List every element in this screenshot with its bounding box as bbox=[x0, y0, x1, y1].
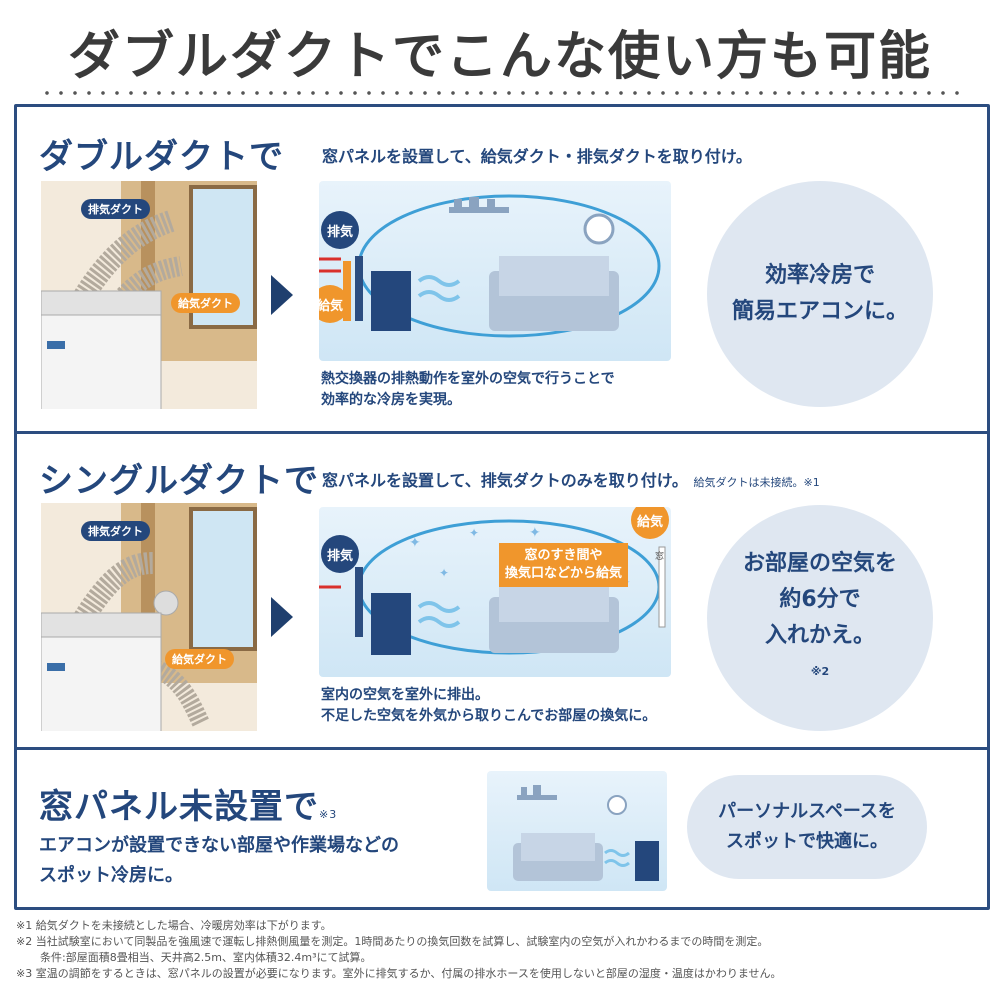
airflow-illustration bbox=[319, 194, 661, 338]
arrow-right-icon bbox=[271, 275, 293, 315]
intake-callout: 窓のすき間や 換気口などから給気 bbox=[499, 543, 629, 587]
footnote-1: ※1 給気ダクトを未接続とした場合、冷暖房効率は下がります。 bbox=[16, 919, 332, 932]
svg-text:✦: ✦ bbox=[469, 526, 479, 540]
intake-duct-label: 給気ダクト bbox=[171, 293, 240, 313]
description-line: エアコンが設置できない部屋や作業場などの bbox=[39, 835, 399, 856]
single-duct-photo: 排気ダクト 給気ダクト bbox=[41, 503, 257, 731]
benefit-line: 簡易エアコンに。 bbox=[731, 299, 908, 324]
section-title-double: ダブルダクトで bbox=[39, 137, 284, 177]
benefit-line: 入れかえ。 ※2 bbox=[765, 618, 875, 690]
content-frame: ダブルダクトで 窓パネルを設置して、給気ダクト・排気ダクトを取り付け。 排気ダク… bbox=[14, 104, 990, 910]
window-label: 窓 bbox=[655, 552, 665, 562]
section-description: 窓パネルを設置して、給気ダクト・排気ダクトを取り付け。 bbox=[322, 147, 752, 166]
section-caption: 室内の空気を室外に排出。 不足した空気を外気から取りこんでお部屋の換気に。 bbox=[321, 685, 656, 727]
footnotes: ※1 給気ダクトを未接続とした場合、冷暖房効率は下がります。 ※2 当社試験室に… bbox=[16, 918, 782, 982]
title-note: ※3 bbox=[319, 808, 338, 821]
single-duct-diagram: ✦✦ ✦✦ ✦✦ 排気 給気 窓のすき間や 換気口などから給気 窓 bbox=[319, 507, 671, 677]
benefit-pill: パーソナルスペースを スポットで快適に。 bbox=[687, 775, 927, 879]
caption-line: 熱交換器の排熱動作を室外の空気で行うことで bbox=[321, 371, 615, 387]
benefit-line: 効率冷房で bbox=[764, 263, 875, 288]
benefit-text: 入れかえ。 bbox=[764, 623, 875, 648]
intake-badge: 給気 bbox=[319, 285, 349, 323]
benefit-circle: 効率冷房で 簡易エアコンに。 bbox=[707, 181, 933, 407]
caption-line: 効率的な冷房を実現。 bbox=[321, 392, 461, 408]
exhaust-duct-label: 排気ダクト bbox=[81, 521, 150, 541]
section-divider bbox=[17, 747, 987, 750]
footnote-2-conditions: 条件:部屋面積8畳相当、天井高2.5m、室内体積32.4m³にて試算。 bbox=[40, 951, 372, 964]
page-title: ダブルダクトでこんな使い方も可能 bbox=[67, 27, 932, 87]
caption-line: 不足した空気を外気から取りこんでお部屋の換気に。 bbox=[321, 708, 657, 724]
airflow-illustration: ✦✦ ✦✦ ✦✦ bbox=[319, 519, 666, 655]
intake-duct-label: 給気ダクト bbox=[165, 649, 234, 669]
double-duct-diagram: 排気 給気 bbox=[319, 181, 671, 361]
spot-cooling-diagram bbox=[487, 771, 667, 891]
exhaust-duct-label: 排気ダクト bbox=[81, 199, 150, 219]
benefit-note: ※2 bbox=[810, 665, 830, 678]
title-text: 窓パネル未設置で bbox=[39, 787, 319, 827]
arrow-right-icon bbox=[271, 597, 293, 637]
double-duct-photo: 排気ダクト 給気ダクト bbox=[41, 181, 257, 409]
section-description: 窓パネルを設置して、排気ダクトのみを取り付け。 給気ダクトは未接続。※1 bbox=[322, 467, 820, 491]
benefit-line: パーソナルスペースを bbox=[718, 801, 896, 822]
footnote-3: ※3 室温の調節をするときは、窓パネルの設置が必要になります。室外に排気するか、… bbox=[16, 967, 782, 980]
footnote-2: ※2 当社試験室において同製品を強風速で運転し排熱側風量を測定。1時間あたりの換… bbox=[16, 935, 769, 948]
benefit-line: 約6分で bbox=[779, 587, 861, 612]
double-duct-illustration bbox=[41, 181, 257, 409]
dotted-divider bbox=[40, 90, 960, 96]
section-caption: 熱交換器の排熱動作を室外の空気で行うことで 効率的な冷房を実現。 bbox=[321, 369, 615, 411]
section-title-single: シングルダクトで bbox=[39, 461, 319, 501]
benefit-circle: お部屋の空気を 約6分で 入れかえ。 ※2 bbox=[707, 505, 933, 731]
benefit-line: スポットで快適に。 bbox=[726, 831, 888, 852]
svg-text:✦: ✦ bbox=[529, 525, 541, 541]
description-note: 給気ダクトは未接続。※1 bbox=[693, 476, 820, 489]
section-description: エアコンが設置できない部屋や作業場などの スポット冷房に。 bbox=[39, 831, 399, 891]
callout-line: 換気口などから給気 bbox=[505, 566, 623, 581]
description-line: スポット冷房に。 bbox=[39, 865, 183, 886]
intake-badge: 給気 bbox=[631, 507, 669, 539]
spot-cooling-illustration bbox=[513, 785, 659, 881]
single-duct-illustration bbox=[41, 503, 257, 731]
exhaust-badge: 排気 bbox=[321, 535, 359, 573]
section-title-no-panel: 窓パネル未設置で※3 bbox=[39, 779, 337, 828]
svg-text:✦: ✦ bbox=[439, 566, 449, 580]
description-text: 窓パネルを設置して、排気ダクトのみを取り付け。 bbox=[322, 471, 688, 490]
exhaust-badge: 排気 bbox=[321, 211, 359, 249]
svg-text:✦: ✦ bbox=[409, 535, 421, 551]
section-divider bbox=[17, 431, 987, 434]
callout-line: 窓のすき間や bbox=[524, 548, 603, 563]
benefit-line: お部屋の空気を bbox=[742, 551, 897, 576]
caption-line: 室内の空気を室外に排出。 bbox=[321, 687, 489, 703]
